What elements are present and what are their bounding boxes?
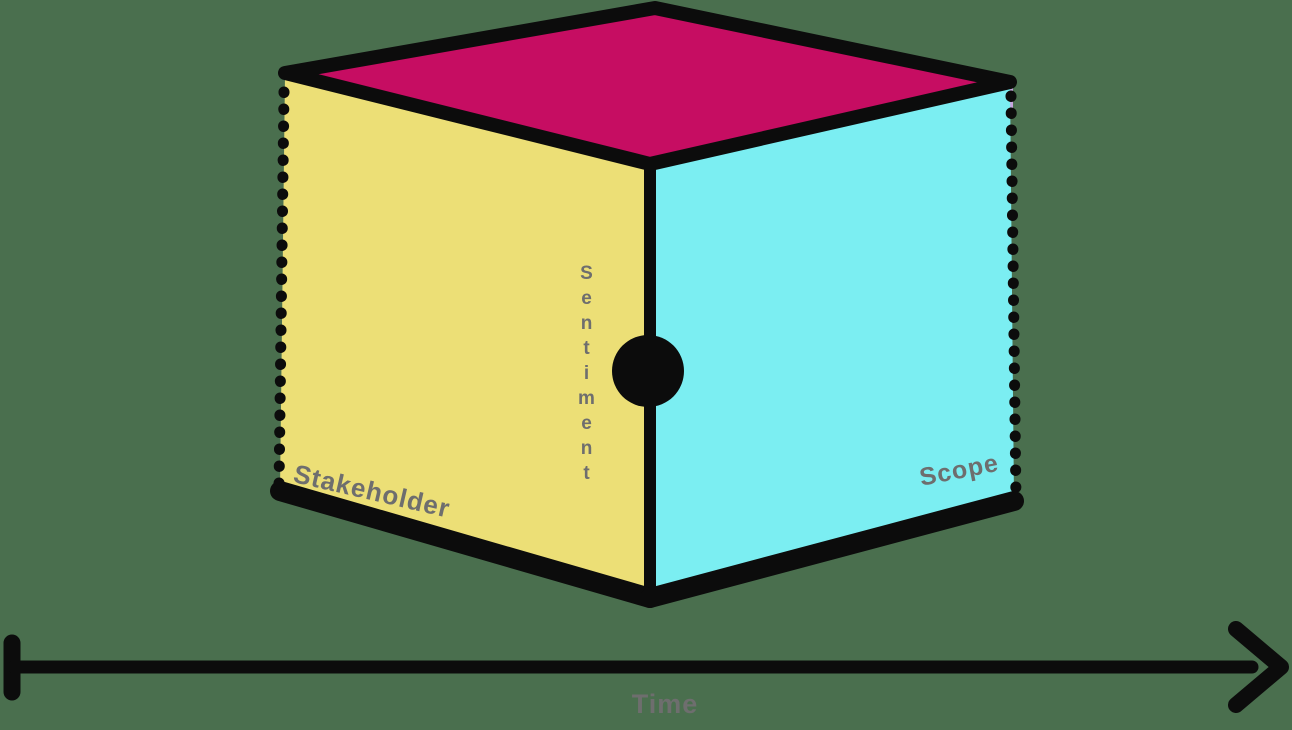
time-axis-arrow — [3, 621, 1289, 713]
bottom-right-edge — [640, 491, 1024, 608]
left-face-stakeholder — [280, 75, 650, 592]
right-face-scope — [650, 82, 1014, 592]
left-dotted-edge — [273, 86, 290, 494]
bottom-left-edge — [270, 481, 660, 608]
time-axis-label: Time — [631, 689, 699, 719]
cube-faces — [280, 8, 1014, 592]
top-face-outline — [278, 1, 1017, 171]
front-edge-label: Sentiment — [576, 263, 597, 488]
front-edge-junction-dot — [612, 335, 684, 407]
time-axis-arrowhead-icon — [1228, 621, 1289, 713]
right-dotted-edge — [1005, 90, 1022, 506]
